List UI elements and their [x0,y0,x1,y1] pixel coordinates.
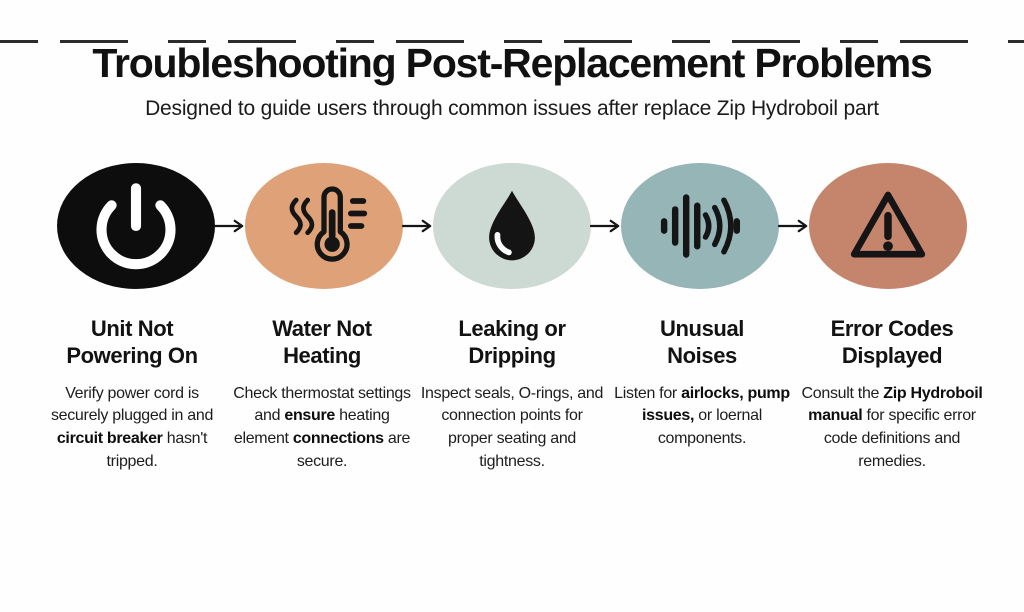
step-circle-noise [621,163,779,289]
arrow-right-icon [590,219,620,233]
step-heading: Leaking or Dripping [458,316,566,369]
flow-row [0,163,1024,289]
arrow-right-icon [214,219,244,233]
step-description: Consult the Zip Hydroboil manual for spe… [801,384,983,470]
step-heading: Unusual Noises [660,316,744,369]
arrow-right-icon [402,219,432,233]
step-description: Verify power cord is securely plugged in… [50,384,214,470]
warning-triangle-icon [850,191,926,258]
top-edge-artifact [0,40,1024,43]
text-row: Unit Not Powering On Verify power cord i… [0,315,1024,473]
step-circle-leak [433,163,591,289]
water-drop-icon [489,190,535,261]
step-circle-error [809,163,967,289]
step-circle-heating [245,163,403,289]
arrow-right-icon [778,219,808,233]
step-text-power: Unit Not Powering On Verify power cord i… [37,315,227,473]
step-heading: Error Codes Displayed [830,316,954,369]
step-text-error: Error Codes Displayed Consult the Zip Hy… [797,315,987,473]
step-text-leak: Leaking or Dripping Inspect seals, O-rin… [417,315,607,473]
step-heading: Unit Not Powering On [66,316,198,369]
step-description: Check thermostat settings and ensure hea… [233,384,411,470]
infographic-poster: Troubleshooting Post-Replacement Problem… [0,40,1024,612]
step-text-heating: Water Not Heating Check thermostat setti… [227,315,417,473]
step-heading: Water Not Heating [272,316,372,369]
step-description: Listen for airlocks, pump issues, or loe… [614,384,790,447]
page-title: Troubleshooting Post-Replacement Problem… [92,40,932,86]
step-description: Inspect seals, O-rings, and connection p… [420,384,604,470]
power-icon [96,183,176,270]
step-circle-power [57,163,215,289]
page-subtitle: Designed to guide users through common i… [145,97,879,120]
step-text-noise: Unusual Noises Listen for airlocks, pump… [607,315,797,473]
thermometer-icon [289,186,368,262]
sound-waves-icon [660,194,741,258]
